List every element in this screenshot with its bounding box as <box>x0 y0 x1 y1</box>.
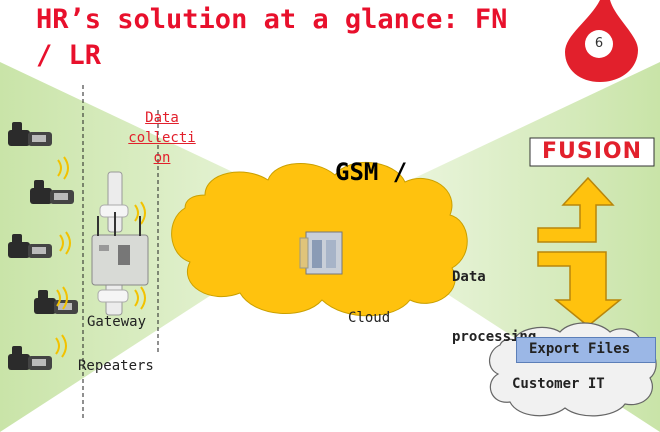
page-number: 6 <box>585 30 613 58</box>
signal-wave-icon <box>55 156 146 358</box>
fusion-logo-frame <box>529 137 655 167</box>
export-files-box <box>516 337 656 363</box>
data-collection-line: collecti <box>128 130 196 146</box>
gateway-icon <box>91 212 149 286</box>
data-processing-label: Data processing <box>452 227 536 367</box>
export-files-label: Export Files <box>529 341 631 357</box>
data-collection-line: on <box>153 150 171 166</box>
data-collection-label: Data collecti on <box>122 108 202 168</box>
slide-title-line1: HR’s solution at a glance: FN <box>36 4 508 35</box>
data-processing-line: processing <box>452 329 537 345</box>
data-collection-line: Data <box>145 110 179 126</box>
fusion-logo: FUSION <box>541 139 643 164</box>
server-icon <box>299 231 343 275</box>
upward-arrow <box>537 176 615 243</box>
data-processing-line: Data <box>452 269 486 285</box>
meter-icon <box>8 122 78 370</box>
gateway-label: Gateway <box>87 314 147 330</box>
slide-title-line2: / LR <box>36 40 102 71</box>
customer-it-label: Customer IT <box>512 376 605 392</box>
network-label: GSM / <box>335 158 408 186</box>
downward-arrow <box>537 251 623 327</box>
cloud-label: Cloud <box>348 310 391 326</box>
repeaters-label: Repeaters <box>78 358 154 374</box>
